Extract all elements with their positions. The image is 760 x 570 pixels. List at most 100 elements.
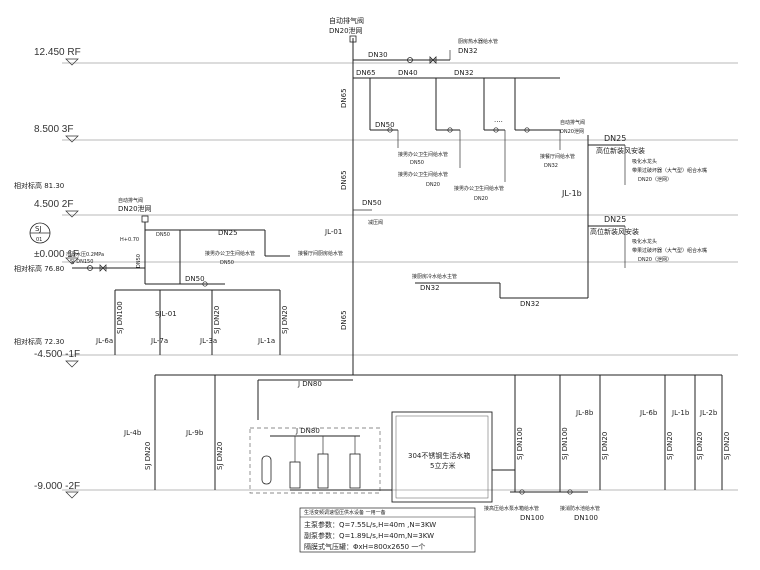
sj-code: SJ: [35, 225, 42, 233]
city-pressure: 市政水压0.2MPa: [66, 251, 104, 258]
f1-dn50-vertical: DN50: [136, 254, 142, 268]
b2-sj-dn20-d: SJ DN20: [666, 432, 674, 460]
elevation-76: 相对标高 76.80: [14, 264, 64, 273]
f3-dest-1: 接男办公卫生间给水管: [398, 151, 448, 158]
f2-note-1: 吸化水龙头: [632, 238, 657, 245]
pump-spec-table: 生活变频调速恒压供水设备 一用一备 主泵参数：Q=7.55L/s,H=40m ,…: [299, 507, 476, 553]
b1-sj-dn100: SJ DN100: [116, 301, 124, 334]
tank-body: [391, 411, 493, 503]
b2-sj-dn20-e: SJ DN20: [696, 432, 704, 460]
pump-room: J DN80: [249, 427, 392, 494]
tank-capacity: 5立方米: [430, 461, 455, 470]
spec-line-2: 副泵参数：Q=1.89L/s,H=40m,N=3KW: [304, 531, 434, 540]
f3-dest-3-dn: DN20: [474, 196, 488, 202]
b2-pipe-b-dn: DN100: [574, 514, 598, 522]
spec-box: [299, 507, 476, 553]
rf-dn40: DN40: [398, 69, 418, 77]
kitchen-heater-dn: DN32: [458, 47, 478, 55]
level-b1: -4.500 -1F: [34, 349, 80, 360]
f3-dn25: DN25: [604, 134, 626, 143]
city-dn150: SJ DN150: [70, 259, 93, 265]
f3-dest-4-dn: DN32: [544, 163, 558, 169]
f3-note-1: 吸化水龙头: [632, 158, 657, 165]
f3-valve-1-icon: [387, 127, 393, 133]
riser-dn65-b: DN65: [340, 170, 348, 190]
f3-dn50: DN50: [375, 121, 395, 129]
level-2f: 4.500 2F: [34, 199, 73, 210]
b2-valve-b-icon: [567, 489, 573, 495]
f1-dn50-label: DN50: [156, 232, 170, 238]
f3-dest-4: 接餐厅间给水管: [540, 153, 575, 160]
b1-jl7a: JL-7a: [150, 337, 168, 345]
b2-sj-dn20-c: SJ DN20: [601, 432, 609, 460]
spec-line-1: 主泵参数：Q=7.55L/s,H=40m ,N=3KW: [304, 520, 436, 529]
sj-number: 01: [36, 237, 42, 243]
level-b2: -9.000 -2F: [34, 481, 80, 492]
f3-note-2: 带果过破坏器（大气型）组合水嘴: [632, 167, 707, 174]
f1-vent-dn: DN20泄网: [118, 204, 152, 213]
f3-valve-2-icon: [447, 127, 453, 133]
jl-01: JL-01: [324, 228, 342, 236]
kitchen-heater-pipe: 厨房热水器给水管: [458, 38, 498, 45]
rf-dn65: DN65: [356, 69, 376, 77]
b2-jl1b: JL-1b: [671, 409, 690, 417]
b1-j-dn80: J DN80: [297, 380, 322, 388]
b2-jl6b: JL-6b: [639, 409, 658, 417]
f3-valve-4-icon: [524, 127, 530, 133]
b2-sj-dn20-f: SJ DN20: [723, 432, 731, 460]
level-3f: 8.500 3F: [34, 124, 73, 135]
rf-valve-icon: [407, 57, 413, 63]
riser-dn65-c: DN65: [340, 310, 348, 330]
b1-drops: SJ DN100 SJL-01 SJ DN20 SJ DN20 JL-6a JL…: [95, 289, 289, 355]
f2-dn50: DN50: [362, 199, 382, 207]
f1-dn25: DN25: [218, 229, 238, 237]
level-1f: ±0.000 1F: [34, 249, 79, 260]
f2-reserve: 高位新装风安装: [590, 227, 639, 236]
level-marker-b1: [65, 360, 79, 368]
b1-jl1a: JL-1a: [257, 337, 275, 345]
level-marker-rf: [65, 58, 79, 66]
pump-1-icon: [289, 461, 301, 489]
top-vent-label: 自动排气阀: [329, 16, 364, 25]
b2-pipe-b: 接消防水池给水管: [560, 505, 600, 512]
b1-sj-dn20-a: SJ DN20: [213, 306, 221, 334]
f1-dest-1: 接男办公卫生间给水管: [205, 250, 255, 257]
tank-label: 304不锈钢生活水箱: [408, 451, 470, 460]
f1-dest-1-dn: DN50: [220, 260, 234, 266]
b2-header: J DN80 JL-4b JL-9b SJ DN20 SJ DN20: [123, 374, 722, 490]
f1-kitchen-dn: DN32: [420, 284, 440, 292]
b2-jl2b: JL-2b: [699, 409, 718, 417]
b2-pipe-a-dn: DN100: [520, 514, 544, 522]
elevation-81: 相对标高 81.30: [14, 181, 64, 190]
pump-3-icon: [349, 453, 361, 489]
rf-dn30: DN30: [368, 51, 388, 59]
water-tank: 304不锈钢生活水箱 5立方米 SJ DN100 SJ DN100 接高压给水泵…: [391, 375, 600, 522]
f3-dest-1-dn: DN50: [410, 160, 424, 166]
inlet-gate-icon: [99, 264, 107, 272]
vent-valve-icon: [349, 35, 357, 43]
b1-sj-dn20-b: SJ DN20: [281, 306, 289, 334]
b2-sj-dn100-b: SJ DN100: [561, 427, 569, 460]
f3-dest-2: 接男办公卫生间给水管: [398, 171, 448, 178]
level-rf: 12.450 RF: [34, 47, 81, 58]
f3-vent-dn: DN20泄网: [560, 128, 584, 135]
b2-jl8b: JL-8b: [575, 409, 594, 417]
b2-sj-dn20-b: SJ DN20: [216, 442, 224, 470]
b2-jl9b: JL-9b: [185, 429, 204, 437]
f2-note-3: DN20（泄网）: [638, 256, 672, 263]
level-marker-b2: [65, 491, 79, 499]
tank-inner: [395, 415, 489, 499]
riser-dn65-a: DN65: [340, 88, 348, 108]
rf-dots: ....: [494, 116, 503, 124]
pressure-tank-icon: [261, 455, 272, 485]
f2-riser-area: DN50 JL-01 减压阀: [324, 199, 383, 236]
f2-note-2: 带果过破坏器（大气型）组合水嘴: [632, 247, 707, 254]
b2-right-drops: JL-8b JL-6b JL-1b JL-2b SJ DN20 SJ DN20 …: [575, 375, 731, 490]
f3-branches: DN50 接男办公卫生间给水管 DN50 接男办公卫生间给水管 DN20 接男办…: [370, 119, 585, 202]
f3-vent-label: 自动排气阀: [560, 119, 585, 126]
f1-vent-label: 自动排气阀: [118, 197, 143, 204]
f1-dest-2: 接餐厅间厨房给水管: [298, 250, 343, 257]
f1-lower-valve-icon: [202, 281, 208, 287]
